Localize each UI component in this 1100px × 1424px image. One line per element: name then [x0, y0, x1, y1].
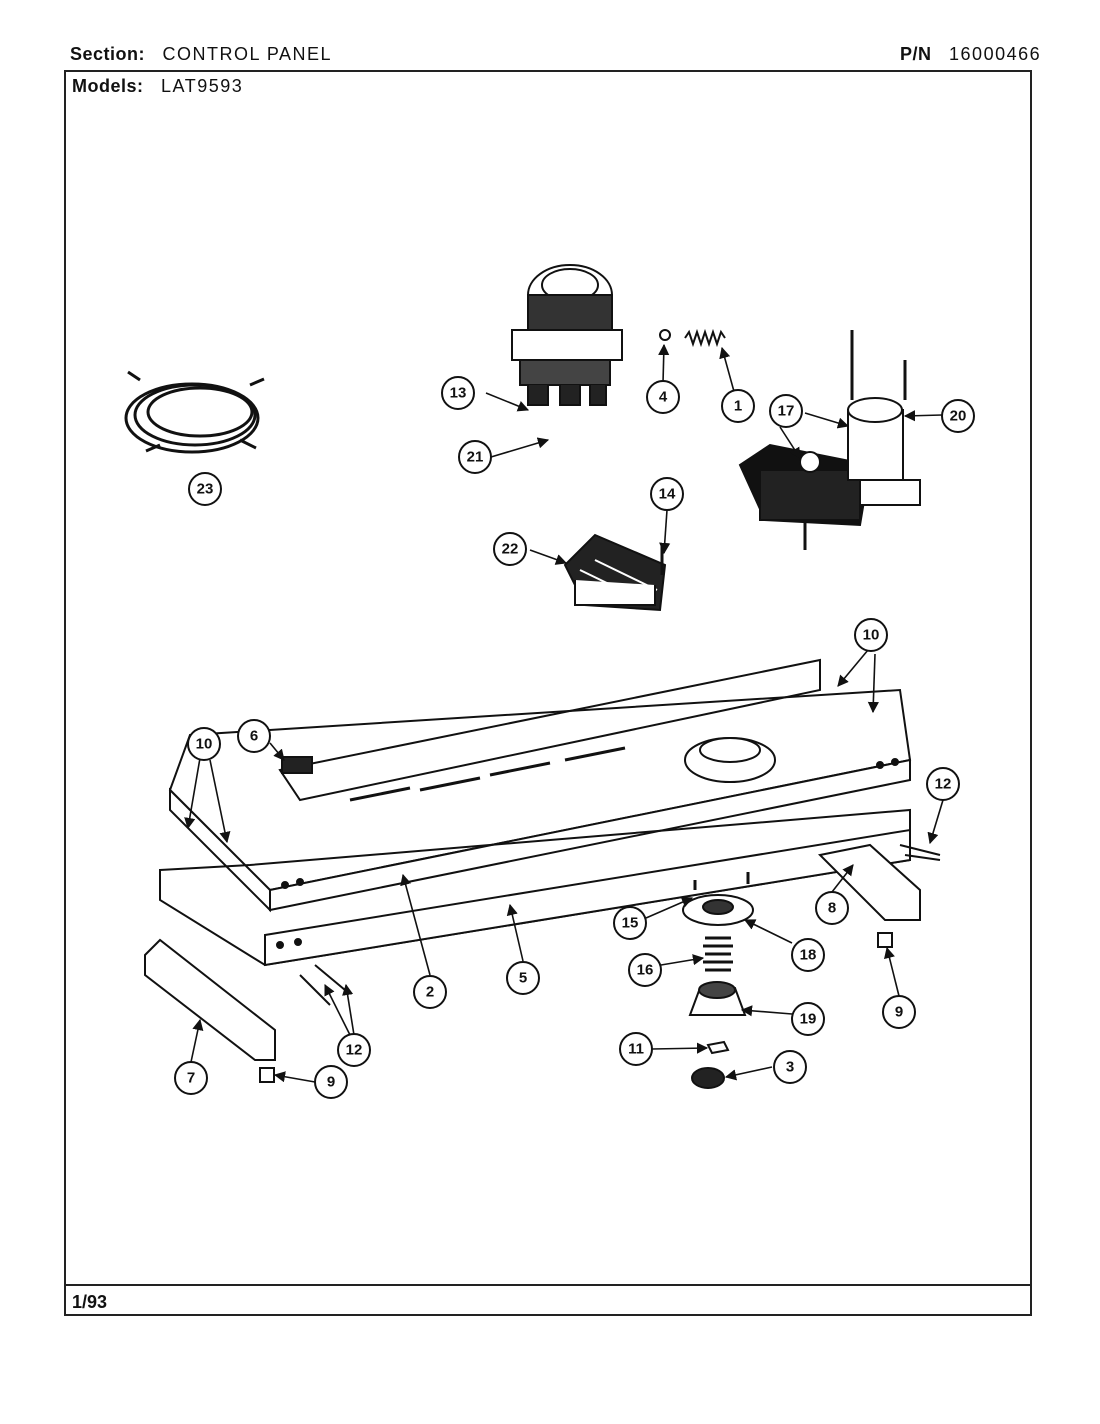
models-label: Models: [72, 76, 144, 96]
terminal-block-drawing [563, 533, 667, 612]
callout-22-label: 22 [502, 541, 519, 558]
callout-4: 4 [646, 380, 680, 414]
callout-22: 22 [493, 532, 527, 566]
callout-21: 21 [458, 440, 492, 474]
callout-6-label: 6 [250, 728, 258, 745]
callout-9a: 9 [314, 1065, 348, 1099]
callout-11-label: 11 [628, 1041, 644, 1058]
callout-14: 14 [650, 477, 684, 511]
callout-16-label: 16 [637, 962, 654, 979]
callout-14-label: 14 [659, 486, 676, 503]
end-caps-drawing [144, 843, 921, 1083]
footer-rule [64, 1284, 1032, 1286]
callout-5-label: 5 [519, 970, 527, 987]
console-back-drawing [159, 808, 911, 967]
callout-19: 19 [791, 1002, 825, 1036]
leader-lines [184, 343, 944, 1083]
part-number: P/N 16000466 [900, 44, 1041, 65]
callout-2: 2 [413, 975, 447, 1009]
callout-18-label: 18 [800, 947, 817, 964]
models-value: LAT9593 [161, 76, 244, 96]
pn-value: 16000466 [949, 44, 1042, 64]
callout-17-label: 17 [778, 403, 795, 420]
callout-8: 8 [815, 891, 849, 925]
section-label: Section: [70, 44, 146, 64]
timer-drawing [738, 330, 921, 550]
section-value: CONTROL PANEL [162, 44, 333, 64]
callout-7-label: 7 [187, 1070, 195, 1087]
callout-1-label: 1 [734, 398, 742, 415]
pn-label: P/N [900, 44, 932, 64]
callout-10a-label: 10 [196, 736, 213, 753]
spring-and-clip-drawing [659, 328, 726, 348]
callout-5: 5 [506, 961, 540, 995]
callout-15-label: 15 [622, 915, 639, 932]
callout-3: 3 [773, 1050, 807, 1084]
callout-12a-label: 12 [935, 776, 952, 793]
callout-19-label: 19 [800, 1011, 817, 1028]
callout-18: 18 [791, 938, 825, 972]
diagram-frame [64, 70, 1032, 1316]
callout-16: 16 [628, 953, 662, 987]
callout-10b-label: 10 [863, 627, 880, 644]
section-header: Section: CONTROL PANEL [70, 44, 332, 65]
callout-6: 6 [237, 719, 271, 753]
callout-12b: 12 [337, 1033, 371, 1067]
callout-20: 20 [941, 399, 975, 433]
console-top-drawing [168, 658, 912, 913]
callout-7: 7 [174, 1061, 208, 1095]
callout-17: 17 [769, 394, 803, 428]
revision-date: 1/93 [72, 1292, 108, 1312]
callout-9b: 9 [882, 995, 916, 1029]
callout-9a-label: 9 [327, 1074, 335, 1091]
callout-8-label: 8 [828, 900, 836, 917]
callout-20-label: 20 [950, 408, 967, 425]
callout-10a: 10 [187, 727, 221, 761]
callout-23-label: 23 [197, 481, 214, 498]
callout-15: 15 [613, 906, 647, 940]
callout-21-label: 21 [467, 449, 484, 466]
selector-switch-drawing [511, 264, 623, 406]
callout-12b-label: 12 [346, 1042, 363, 1059]
callout-13: 13 [441, 376, 475, 410]
callout-9b-label: 9 [895, 1004, 903, 1021]
callout-13-label: 13 [450, 385, 467, 402]
callout-3-label: 3 [786, 1059, 794, 1076]
wire-harness-drawing [124, 370, 265, 454]
callout-1: 1 [721, 389, 755, 423]
models-header: Models: LAT9593 [72, 76, 243, 97]
callout-23: 23 [188, 472, 222, 506]
knob-assembly-drawing [682, 872, 754, 1089]
callout-2-label: 2 [426, 984, 434, 1001]
callout-10b: 10 [854, 618, 888, 652]
callout-4-label: 4 [659, 389, 668, 406]
screws-drawing [299, 844, 941, 1006]
callout-11: 11 [619, 1032, 653, 1066]
callout-12a: 12 [926, 767, 960, 801]
